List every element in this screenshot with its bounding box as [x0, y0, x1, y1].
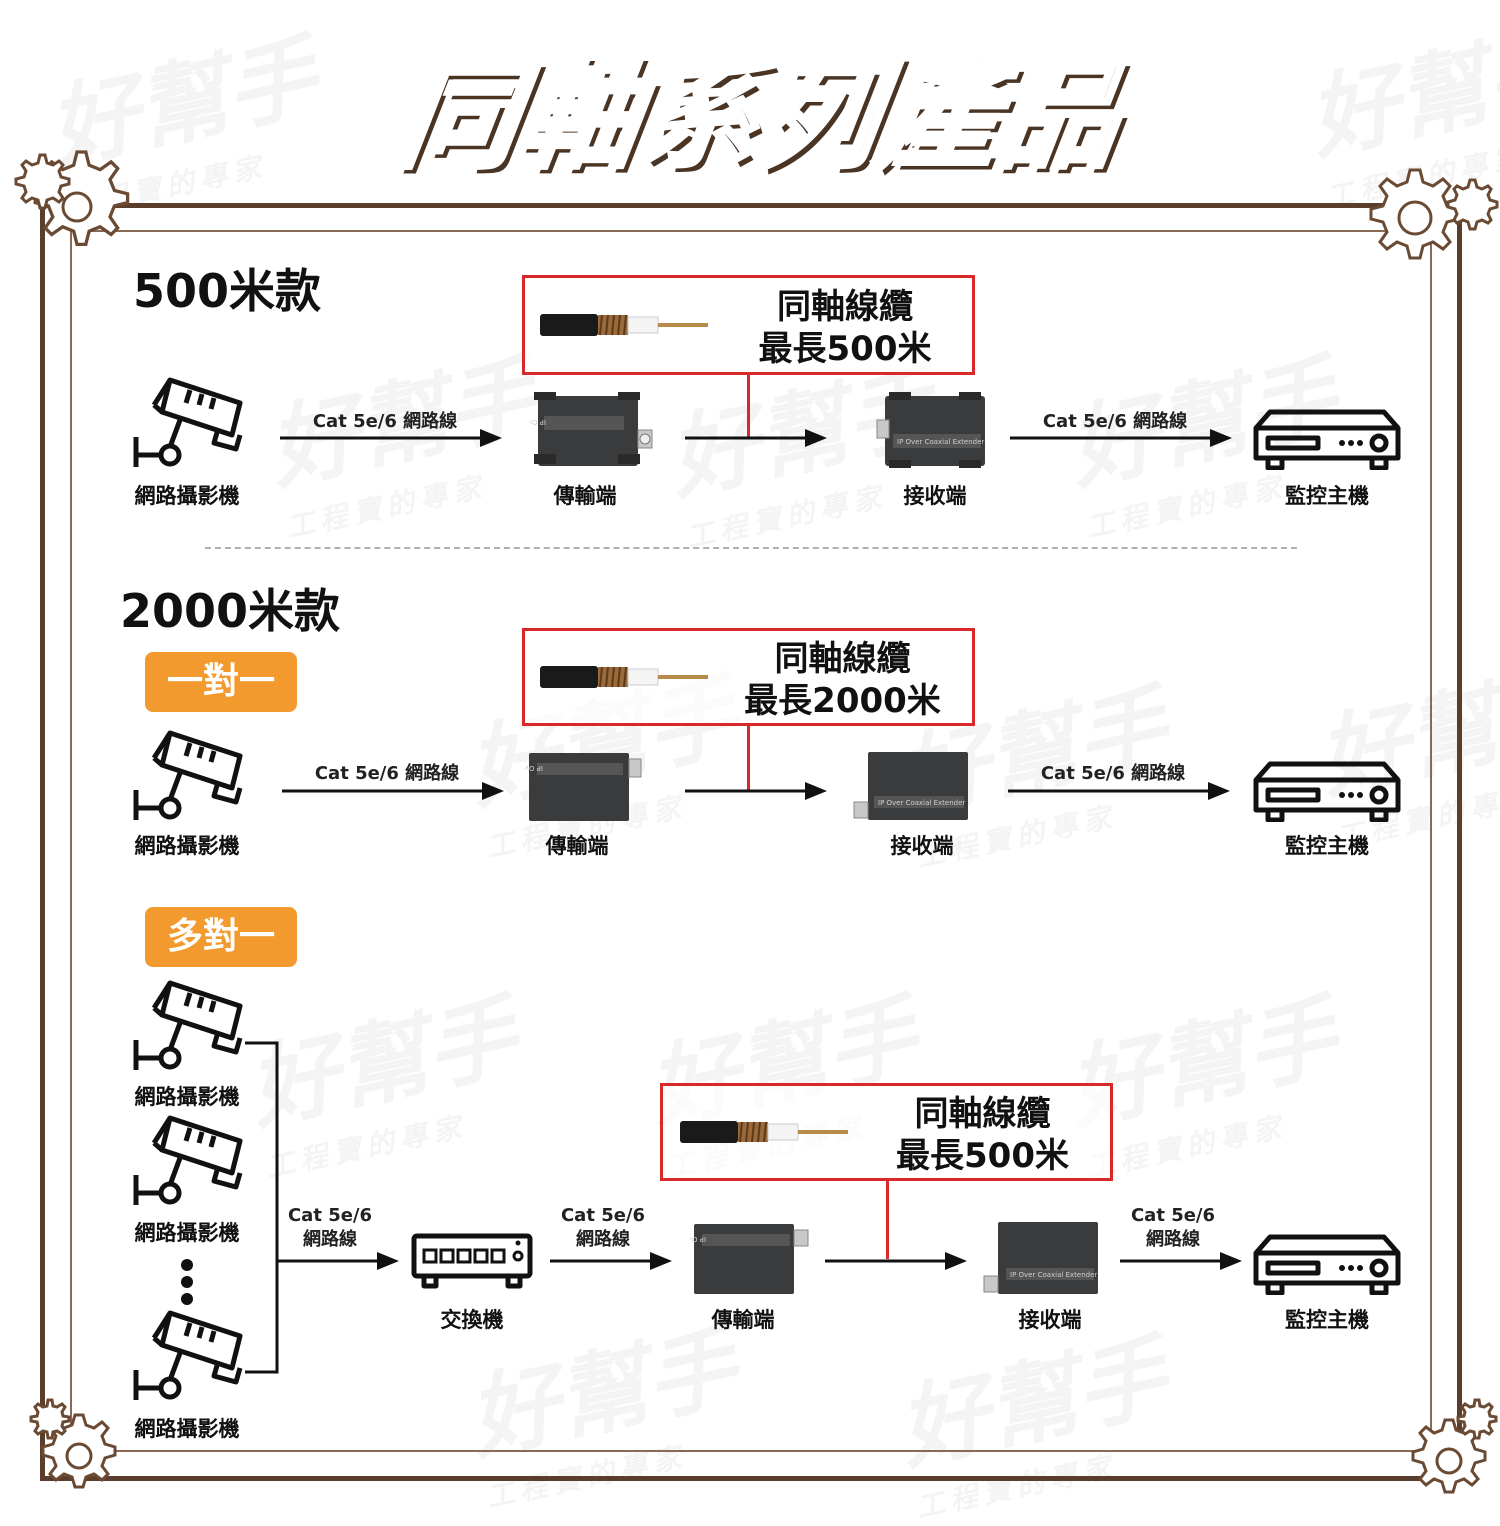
inner-frame [70, 230, 1432, 1452]
ip-camera-icon [133, 377, 243, 467]
transmitter-label: 傳輸端 [553, 484, 617, 508]
camera-bracket [245, 1041, 279, 1374]
page-title: 同軸系列產品 [388, 44, 1132, 187]
svg-text:IP Over Coaxial Extender: IP Over Coaxial Extender [690, 1235, 706, 1243]
receiver-label: 接收端 [890, 834, 954, 858]
transmitter-device: IP Over Coaxial Extender [690, 1224, 809, 1294]
coax-cable-image [540, 666, 708, 688]
arrow [280, 429, 502, 447]
camera-label: 網路攝影機 [134, 834, 240, 858]
nvr-icon [1253, 761, 1401, 822]
arrow [685, 429, 827, 447]
coax-label: 同軸線纜最長500米 [758, 287, 932, 369]
coax-label: 同軸線纜最長2000米 [744, 639, 941, 721]
coax-cable-image [540, 314, 708, 336]
switch-icon [411, 1233, 533, 1289]
cable-label: Cat 5e/6 網路線 [1042, 411, 1188, 432]
outer-frame [40, 203, 1462, 1481]
transmitter-device: IP Over Coaxial Extender [525, 753, 642, 821]
arrow [277, 1252, 399, 1270]
coax-label: 同軸線纜最長500米 [896, 1094, 1069, 1176]
ip-camera-icon [133, 730, 243, 820]
switch-label: 交換機 [440, 1308, 504, 1332]
coax-connector-line [747, 375, 750, 437]
arrow [1008, 782, 1230, 800]
gear-icon [14, 150, 130, 247]
svg-text:IP Over Coaxial Extender: IP Over Coaxial Extender [530, 418, 546, 426]
nvr-label: 監控主機 [1285, 834, 1369, 858]
nvr-label: 監控主機 [1285, 1308, 1369, 1332]
receiver-label: 接收端 [1018, 1308, 1082, 1332]
arrow [550, 1252, 672, 1270]
receiver-device: IP Over Coaxial Extender [853, 752, 968, 820]
ip-camera-icon [133, 1310, 243, 1400]
ip-camera-icon [133, 1115, 243, 1205]
cable-label: Cat 5e/6 網路線 [314, 763, 460, 784]
badge-many-to-one: 多對一 [145, 907, 297, 967]
ellipsis-icon [181, 1259, 193, 1305]
coax-cable-image [680, 1121, 848, 1143]
cable-label: Cat 5e/6 網路線 [312, 411, 458, 432]
camera-label: 網路攝影機 [134, 1085, 240, 1109]
camera-label: 網路攝影機 [134, 1417, 240, 1441]
ip-camera-icon [133, 980, 243, 1070]
transmitter-label: 傳輸端 [545, 834, 609, 858]
gear-icon [1411, 1398, 1498, 1494]
receiver-label: 接收端 [903, 484, 967, 508]
gear-icon [1369, 168, 1499, 260]
nvr-icon [1253, 409, 1401, 470]
camera-label: 網路攝影機 [134, 1221, 240, 1245]
receiver-device: IP Over Coaxial Extender [983, 1222, 1098, 1294]
nvr-icon [1253, 1234, 1401, 1295]
svg-text:IP Over Coaxial Extender: IP Over Coaxial Extender [878, 799, 965, 807]
receiver-device: IP Over Coaxial Extender [876, 392, 985, 468]
arrow [1120, 1252, 1242, 1270]
camera-label: 網路攝影機 [134, 484, 240, 508]
transmitter-device: IP Over Coaxial Extender [530, 392, 653, 466]
cable-label: Cat 5e/6 網路線 [1040, 763, 1186, 784]
nvr-label: 監控主機 [1285, 484, 1369, 508]
badge-one-to-one: 一對一 [145, 652, 297, 712]
svg-text:IP Over Coaxial Extender: IP Over Coaxial Extender [525, 764, 543, 772]
svg-text:IP Over Coaxial Extender: IP Over Coaxial Extender [1010, 1271, 1097, 1279]
svg-text:IP Over Coaxial Extender: IP Over Coaxial Extender [897, 438, 984, 446]
section-heading-2000: 2000米款 [120, 584, 341, 638]
coax-connector-line [886, 1181, 889, 1259]
section-divider [205, 547, 1297, 549]
arrow [282, 782, 504, 800]
arrow [1010, 429, 1232, 447]
section-heading-500: 500米款 [133, 264, 322, 318]
arrow [685, 782, 827, 800]
gear-icon [29, 1398, 117, 1489]
transmitter-label: 傳輸端 [711, 1308, 775, 1332]
arrow [825, 1252, 967, 1270]
coax-connector-line [747, 726, 750, 790]
